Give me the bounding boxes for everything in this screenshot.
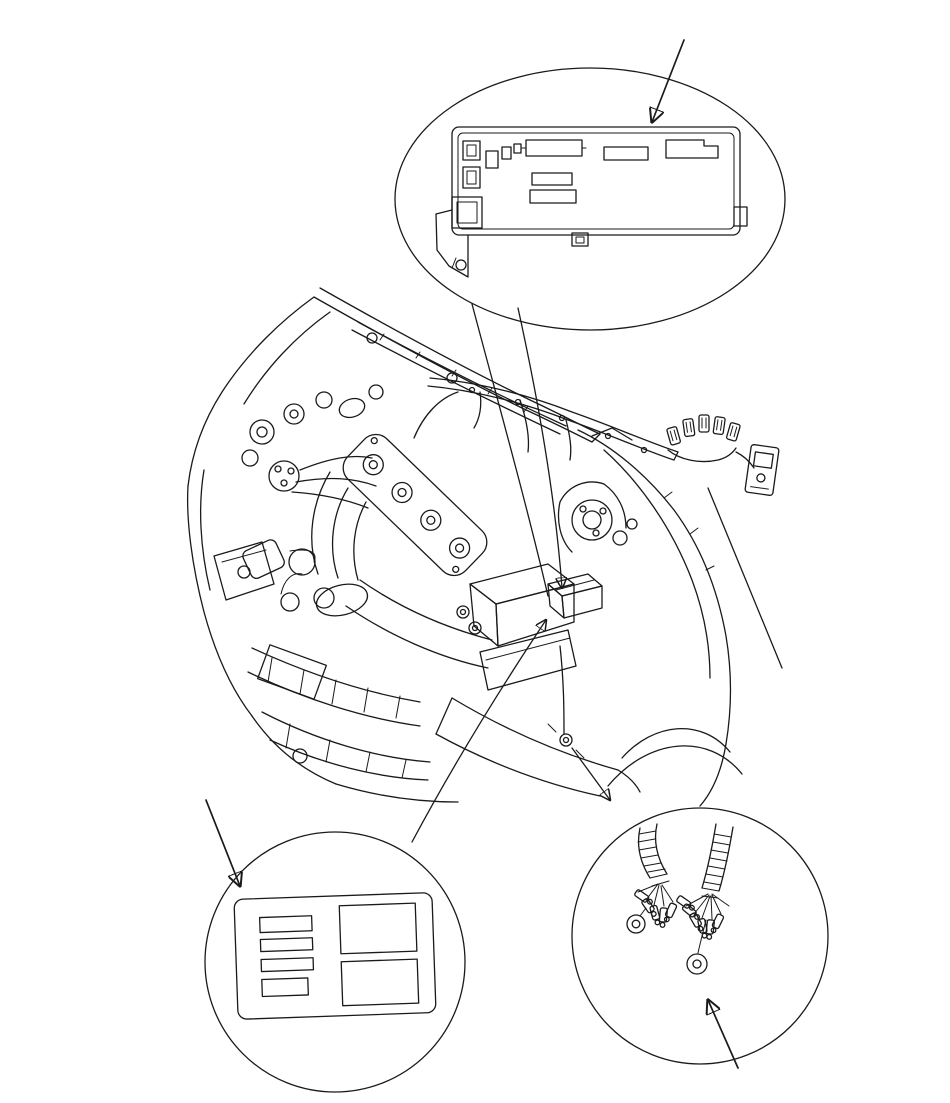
label-bar bbox=[261, 977, 309, 998]
callout-leader-left bbox=[471, 303, 549, 597]
corrugated-tube-left bbox=[637, 823, 670, 887]
engine-block bbox=[241, 384, 493, 669]
fuse-box-callout bbox=[394, 39, 786, 597]
under-hood-fuse-box bbox=[547, 573, 603, 619]
label-callout bbox=[204, 620, 546, 1093]
left-fender-and-bumper bbox=[187, 469, 459, 803]
connector-fan-left bbox=[626, 883, 678, 934]
callout-circle-label bbox=[204, 831, 466, 1093]
label-bar bbox=[260, 957, 315, 973]
right-relay-box bbox=[744, 444, 780, 496]
label-arrow bbox=[205, 799, 240, 886]
connector-arrow bbox=[708, 1000, 739, 1069]
relay-box-and-airbox bbox=[456, 563, 577, 691]
grommet-leader bbox=[571, 747, 610, 800]
harness-leader bbox=[707, 487, 783, 669]
label-bar bbox=[258, 915, 313, 934]
engine-bay-illustration bbox=[187, 287, 780, 807]
callout-circle-connectors bbox=[571, 807, 829, 1065]
connector-fan-right bbox=[676, 893, 730, 975]
callout-ellipse bbox=[394, 67, 786, 331]
connector-callout bbox=[571, 487, 829, 1069]
callout-leader-right bbox=[517, 307, 562, 588]
label-leader bbox=[411, 620, 546, 843]
fuse-label-detail bbox=[233, 892, 437, 1020]
ring-terminal-left bbox=[626, 914, 646, 934]
label-bar bbox=[259, 937, 314, 953]
right-fender bbox=[577, 429, 743, 807]
fuse-box-arrow bbox=[652, 39, 685, 122]
harness-grommet bbox=[559, 733, 573, 747]
valve-cover bbox=[342, 433, 488, 577]
strut-tower bbox=[557, 481, 638, 553]
fuse-box-detail bbox=[435, 126, 748, 278]
front-splash-and-grommet bbox=[435, 645, 641, 797]
corrugated-tube-right bbox=[701, 823, 734, 899]
ring-terminal-right bbox=[686, 953, 708, 975]
harness-connector-cluster bbox=[666, 414, 741, 463]
label-panel bbox=[340, 958, 420, 1007]
fuse-box-mount-bracket bbox=[435, 209, 469, 278]
label-panel bbox=[338, 902, 418, 955]
hood-and-cowl bbox=[187, 287, 633, 487]
wire-harness bbox=[427, 377, 780, 496]
